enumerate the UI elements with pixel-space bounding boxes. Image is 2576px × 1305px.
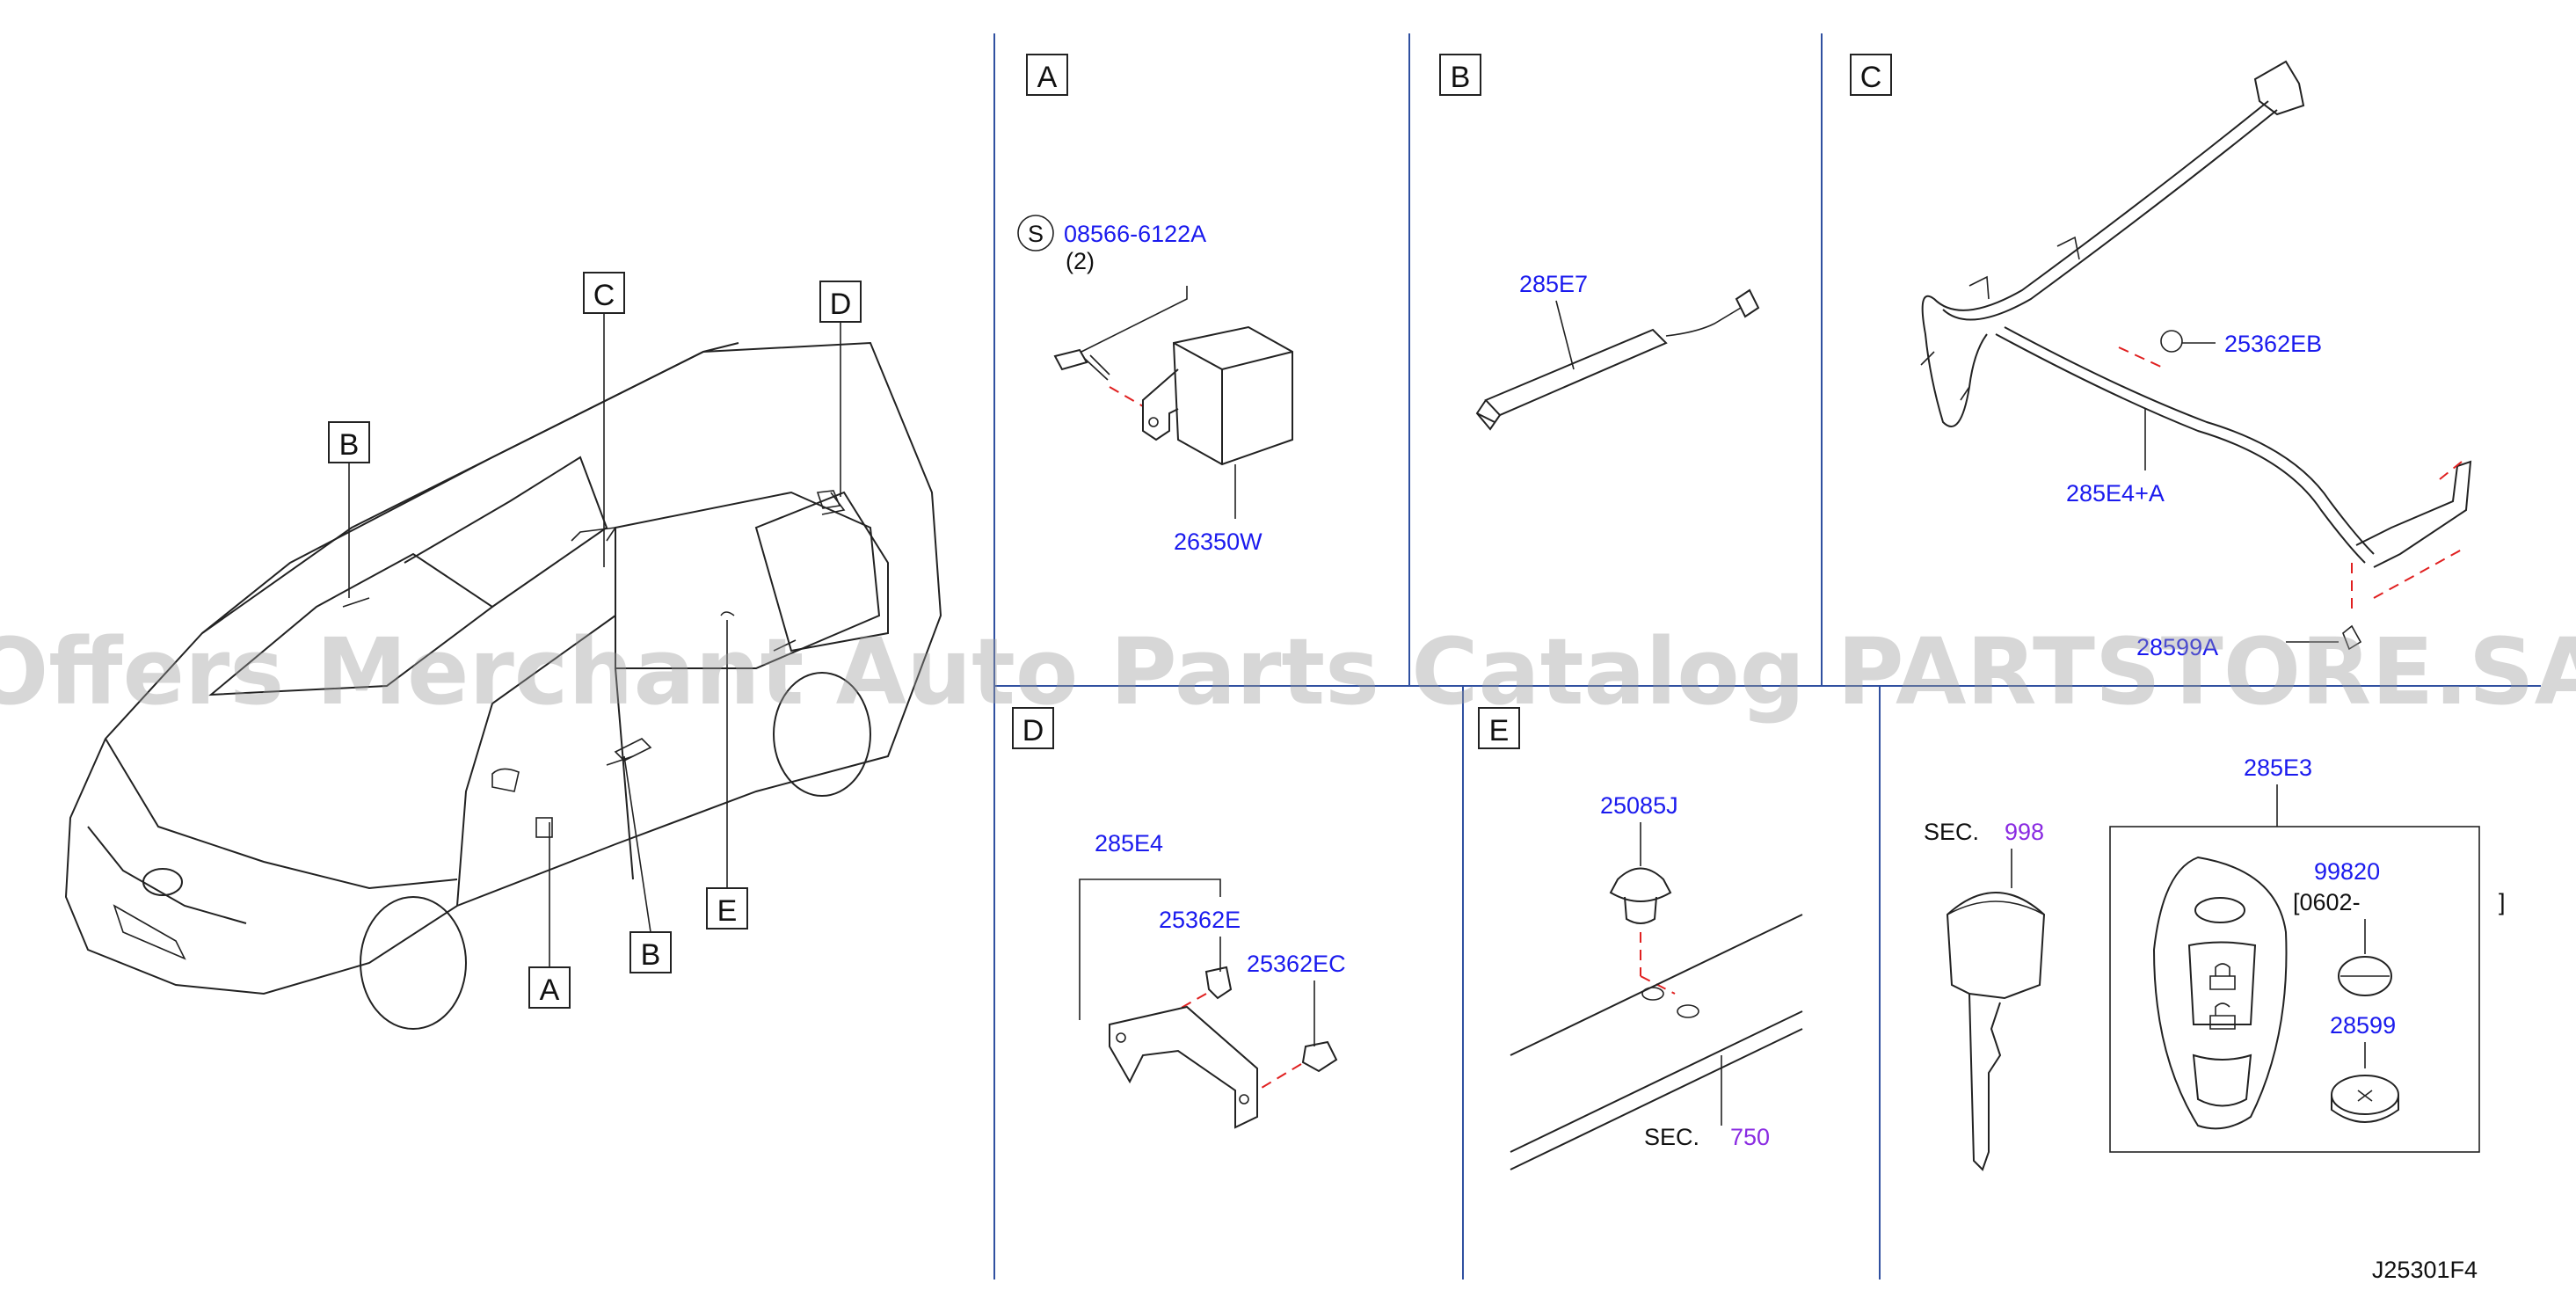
panel-separators	[993, 33, 2541, 1279]
vehicle-illustration	[64, 341, 942, 1030]
part-25362e: 25362E	[1159, 907, 1241, 933]
bracket-icon	[1109, 1005, 1258, 1129]
overview-callouts: C D B A B E	[328, 272, 862, 1009]
panel-e-label: E	[1489, 714, 1510, 747]
callout-c: C	[593, 279, 615, 312]
emblem-date-end: ]	[2499, 889, 2506, 915]
screw-symbol: S	[1028, 221, 1044, 247]
panel-e-label-box	[1478, 707, 1520, 749]
panel-b-label: B	[1451, 61, 1471, 94]
harness-connector-icon	[2253, 60, 2305, 116]
panel-key-fob: SEC. 998 285E3 99820 [0602- ] 28599	[1924, 755, 2506, 1171]
callout-b2: B	[641, 938, 661, 972]
sec-prefix-key: SEC.	[1924, 819, 1979, 845]
callout-a-box	[528, 966, 571, 1009]
panel-d: D 285E4 25362E 25362EC	[1012, 707, 1346, 1129]
panel-d-label-box	[1012, 707, 1054, 749]
nut-25362ec-icon	[1301, 1040, 1338, 1073]
callout-b1: B	[339, 428, 360, 462]
wire-harness	[1921, 100, 2269, 427]
control-module-icon	[1172, 325, 1293, 466]
antenna-connector-icon	[1735, 288, 1760, 318]
emblem-date-start: [0602-	[2293, 889, 2361, 915]
screw-icon	[1053, 348, 1088, 371]
mechanical-key-icon	[1946, 892, 2046, 1000]
callout-a: A	[540, 973, 560, 1007]
sec-998: 998	[2005, 819, 2044, 845]
unlock-button-icon	[2209, 1002, 2236, 1030]
lock-button-icon	[2187, 941, 2257, 1025]
panel-e: E 25085J SEC. 750	[1478, 707, 1803, 1170]
part-26350w: 26350W	[1174, 529, 1263, 555]
callout-b2-box	[629, 931, 672, 973]
part-08566-6122a: 08566-6122A	[1064, 221, 1206, 247]
panel-b-label-box	[1439, 54, 1481, 96]
screw-quantity: (2)	[1066, 248, 1095, 274]
panel-a: A S 08566-6122A (2) 26350W	[1017, 54, 1293, 555]
clip-25362e-icon	[1204, 966, 1233, 1000]
fob-group-box	[2109, 826, 2480, 1153]
clip-28599a-icon	[2342, 624, 2362, 651]
panel-d-label: D	[1022, 714, 1044, 747]
part-28599a: 28599A	[2136, 634, 2218, 660]
screw-symbol-circle	[1017, 215, 1054, 252]
callout-d-box	[819, 281, 862, 323]
panel-c-label-box	[1850, 54, 1892, 96]
part-285e4: 285E4	[1095, 830, 1163, 857]
smart-key-fob-icon	[2152, 856, 2288, 1130]
panel-a-label-box	[1026, 54, 1068, 96]
part-285e3: 285E3	[2244, 755, 2312, 781]
part-99820: 99820	[2314, 858, 2380, 885]
panel-b: B 285E7	[1439, 54, 1760, 431]
panel-c: C 25362EB 285E4+A 28599A	[1850, 54, 2472, 660]
emblem-icon	[2338, 956, 2392, 996]
part-25085j: 25085J	[1600, 792, 1678, 819]
part-285e4-a: 285E4+A	[2066, 480, 2165, 507]
part-285e7: 285E7	[1519, 271, 1588, 297]
sec-prefix-e: SEC.	[1644, 1124, 1699, 1150]
callout-b1-box	[328, 421, 370, 463]
sec-750: 750	[1730, 1124, 1770, 1150]
diagram-code: J25301F4	[2372, 1257, 2478, 1283]
callout-e-box	[706, 887, 748, 930]
fob-emblem-icon	[2194, 897, 2245, 923]
callout-e: E	[717, 894, 738, 928]
antenna-icon	[1484, 328, 1668, 417]
clip-25362eb-icon	[2160, 330, 2183, 353]
panel-a-label: A	[1037, 61, 1058, 94]
part-28599: 28599	[2330, 1012, 2396, 1039]
part-25362eb: 25362EB	[2224, 331, 2322, 357]
callout-d: D	[830, 288, 852, 321]
callout-c-box	[583, 272, 625, 314]
watermark: Offers Merchant Auto Parts Catalog PARTS…	[0, 618, 2576, 725]
grommet-icon	[1609, 867, 1672, 902]
part-25362ec: 25362EC	[1247, 951, 1346, 977]
panel-c-label: C	[1860, 61, 1882, 94]
